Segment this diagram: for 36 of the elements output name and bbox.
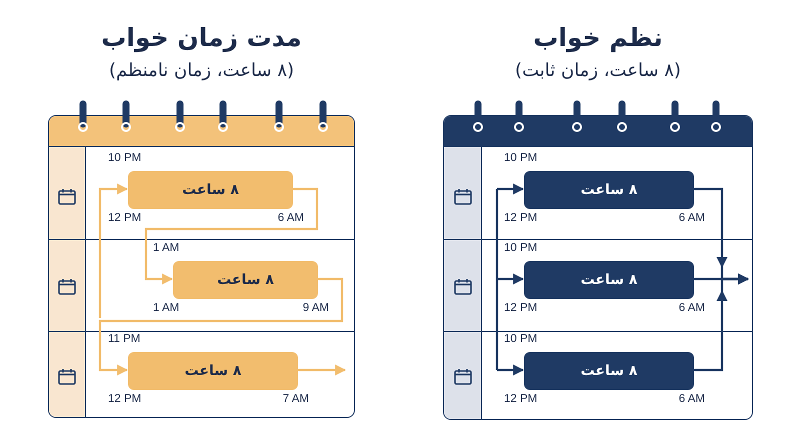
- time-label: 7 AM: [282, 393, 309, 405]
- time-label: 11 PM: [108, 333, 140, 345]
- time-label: 10 PM: [504, 152, 538, 164]
- time-label: 1 AM: [153, 302, 180, 314]
- title: مدت زمان خواب: [100, 23, 303, 52]
- title: نظم خواب: [532, 23, 664, 52]
- arrow: [497, 274, 524, 284]
- sleep-bar: ۸ ساعت: [524, 261, 694, 299]
- time-label: 12 PM: [504, 212, 538, 224]
- time-label: 1 AM: [153, 242, 180, 254]
- sleep-bar: ۸ ساعت: [128, 171, 293, 209]
- time-label: 10 PM: [108, 152, 142, 164]
- sleep-bar: ۸ ساعت: [173, 261, 318, 299]
- sleep-bar: ۸ ساعت: [128, 352, 298, 390]
- time-label: 6 AM: [278, 212, 304, 224]
- time-label: 6 AM: [678, 393, 705, 405]
- sleep-bar: ۸ ساعت: [524, 171, 694, 209]
- arrow: [144, 188, 318, 284]
- time-label: 6 AM: [678, 302, 705, 314]
- time-label: 12 PM: [108, 393, 142, 405]
- subtitle: (۸ ساعت، زمان ثابت): [514, 60, 682, 81]
- time-label: 12 PM: [504, 393, 538, 405]
- arrow: [497, 184, 524, 194]
- arrow: [497, 364, 524, 376]
- subtitle: (۸ ساعت، زمان نامنظم): [108, 60, 296, 81]
- time-label: 12 PM: [108, 212, 142, 224]
- arrow: [98, 184, 128, 318]
- time-label: 9 AM: [302, 302, 329, 314]
- arrow: [297, 364, 346, 376]
- sleep-bar: ۸ ساعت: [524, 352, 694, 390]
- time-label: 10 PM: [504, 242, 538, 254]
- time-label: 6 AM: [678, 212, 705, 224]
- time-label: 10 PM: [504, 333, 538, 345]
- arrow: [693, 274, 750, 372]
- arrow: [98, 278, 344, 376]
- time-label: 12 PM: [504, 302, 538, 314]
